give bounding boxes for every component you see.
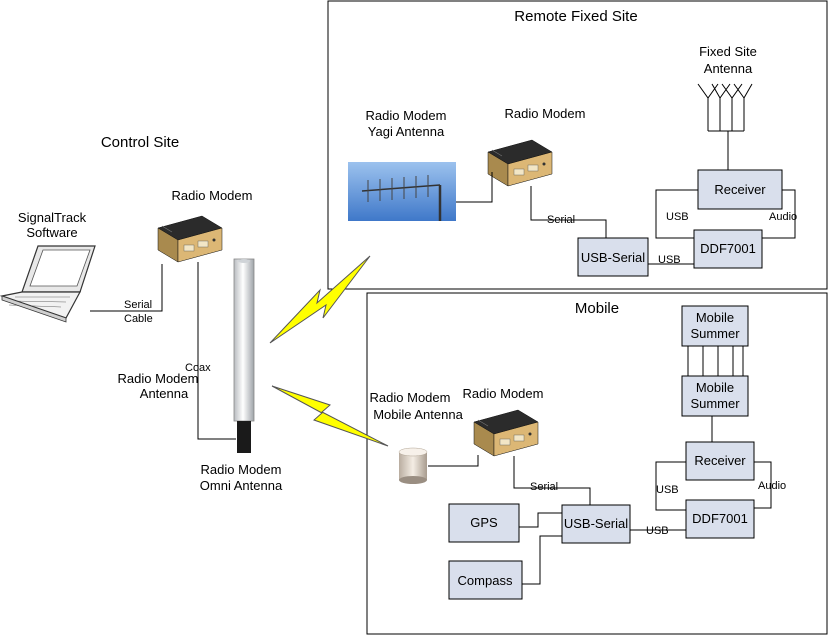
mobile-receiver-box (685, 441, 755, 481)
coax-label: Coax (185, 362, 211, 374)
gps-line (519, 512, 562, 528)
mobile-receiver-label: Receiver (694, 453, 746, 468)
fixed-site-antenna-icon (697, 83, 753, 170)
gps-label: GPS (470, 515, 498, 530)
mobile-modem-label: Radio Modem (463, 386, 544, 401)
omni-antenna-label-2: Omni Antenna (200, 478, 283, 493)
control-modem-label: Radio Modem (172, 188, 253, 203)
compass-line (522, 535, 562, 585)
remote-audio-line (762, 189, 796, 239)
mobile-summer-2-label-2: Summer (690, 396, 740, 411)
mobile-serial-label: Serial (530, 481, 558, 493)
coax-line (197, 262, 236, 440)
control-site-title: Control Site (101, 134, 179, 151)
remote-ddf-label: DDF7001 (700, 241, 756, 256)
mobile-ddf-box (685, 499, 755, 539)
yagi-to-modem-line (456, 172, 493, 203)
serial-cable-label-2: Cable (124, 313, 153, 325)
radio-modem-antenna-label-2: Antenna (140, 386, 189, 401)
remote-serial-label: Serial (547, 214, 575, 226)
lightning-bolt-lower (271, 385, 389, 447)
mobile-title: Mobile (575, 300, 619, 317)
mobile-antenna-line (428, 455, 479, 467)
remote-audio-label: Audio (769, 211, 797, 223)
mobile-usb-label-bottom: USB (646, 525, 669, 537)
laptop-icon (0, 245, 96, 323)
radio-modem-antenna-label-1: Radio Modem (118, 371, 199, 386)
software-label-2: Software (26, 225, 77, 240)
mobile-audio-label: Audio (758, 480, 786, 492)
remote-modem-label: Radio Modem (505, 106, 586, 121)
lightning-bolt-upper (269, 255, 371, 344)
mobile-usb-line-1 (655, 461, 686, 511)
mobile-summer-2-box (681, 375, 749, 417)
omni-antenna-icon (233, 258, 255, 453)
mobile-usb-serial-label: USB-Serial (564, 516, 628, 531)
mobile-antenna-label-2: Mobile Antenna (373, 407, 463, 422)
mobile-serial-line (513, 456, 591, 505)
mobile-summer-1-label-2: Summer (690, 326, 740, 341)
remote-receiver-label: Receiver (714, 182, 766, 197)
mobile-antenna-label-1: Radio Modem (370, 390, 451, 405)
remote-usb-label-left: USB (666, 211, 689, 223)
remote-usb-label-bottom: USB (658, 254, 681, 266)
remote-usb-serial-box (577, 237, 649, 277)
fixed-antenna-label-1: Fixed Site (699, 44, 757, 59)
fixed-antenna-label-2: Antenna (704, 61, 753, 76)
remote-usb-serial-label: USB-Serial (581, 250, 645, 265)
control-radio-modem (157, 215, 223, 263)
remote-ddf-box (693, 229, 763, 269)
mobile-summer-1-box (681, 305, 749, 347)
yagi-antenna-icon (348, 162, 456, 221)
serial-cable-label-1: Serial (124, 299, 152, 311)
summer-link-lines (687, 346, 744, 376)
software-label-1: SignalTrack (18, 210, 87, 225)
mobile-summer-1-label-1: Mobile (696, 310, 734, 325)
serial-cable-line (90, 264, 163, 312)
compass-box (448, 560, 523, 600)
remote-serial-line (530, 186, 607, 238)
mobile-usb-serial-box (561, 504, 631, 544)
mobile-antenna-icon (398, 447, 428, 484)
remote-site-title: Remote Fixed Site (514, 8, 637, 25)
mobile-box (366, 292, 828, 635)
yagi-antenna-label-1: Radio Modem (366, 108, 447, 123)
mobile-ddf-label: DDF7001 (692, 511, 748, 526)
compass-label: Compass (458, 573, 513, 588)
mobile-summer-2-label-1: Mobile (696, 380, 734, 395)
mobile-audio-line (754, 461, 772, 509)
mobile-usb-label-left: USB (656, 484, 679, 496)
remote-usb-line-1 (655, 189, 698, 239)
gps-box (448, 503, 520, 543)
omni-antenna-label-1: Radio Modem (201, 462, 282, 477)
yagi-antenna-label-2: Yagi Antenna (368, 124, 445, 139)
